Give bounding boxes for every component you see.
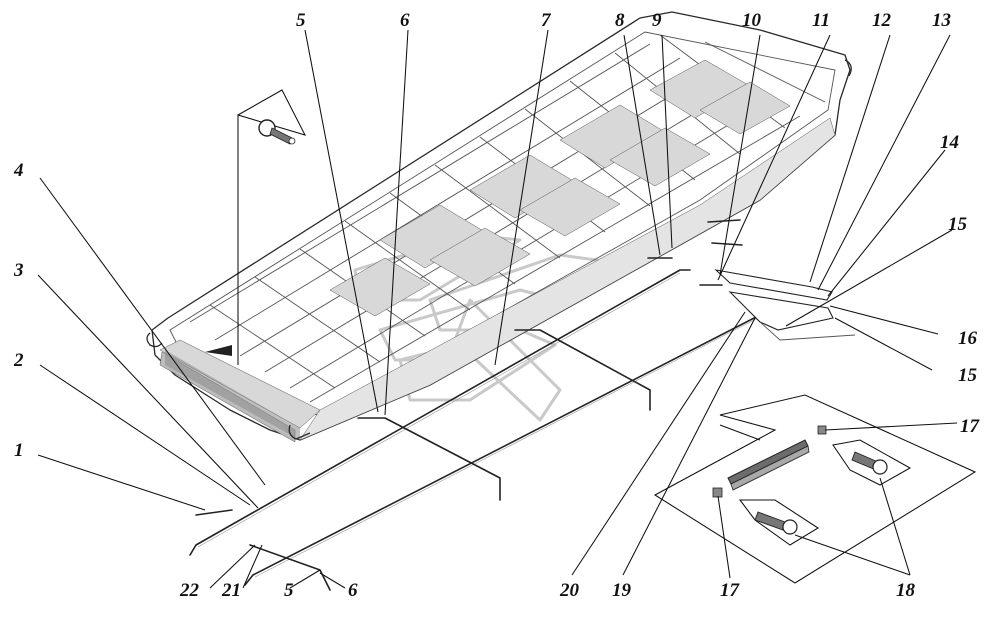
- bolt-detail-callout: [237, 89, 307, 365]
- callout-1: 1: [14, 440, 24, 461]
- callout-18: 18: [896, 580, 916, 601]
- callout-17: 17: [960, 416, 981, 437]
- clip-icon: [817, 425, 827, 435]
- callout-11: 11: [812, 10, 830, 31]
- callout-16: 16: [958, 328, 978, 349]
- callout-6: 6: [400, 10, 410, 31]
- callout-15: 15: [948, 214, 968, 235]
- clip-icon: [712, 487, 723, 498]
- callout-7: 7: [541, 10, 552, 31]
- screw-icon: [754, 511, 786, 531]
- callout-17-lower: 17: [720, 580, 741, 601]
- callout-9: 9: [652, 10, 662, 31]
- callout-13: 13: [932, 10, 951, 31]
- callout-21: 21: [221, 580, 241, 601]
- callout-10: 10: [742, 10, 762, 31]
- fastener-strip-icon: [727, 439, 809, 485]
- leader-lines: [37, 29, 958, 589]
- arrow-marker: [205, 345, 232, 356]
- callout-14: 14: [940, 132, 959, 153]
- fastener-detail-callout: [653, 394, 977, 584]
- callout-22: 22: [179, 580, 200, 601]
- callout-15-lower: 15: [958, 365, 978, 386]
- end-panel-shading: [165, 350, 300, 440]
- cover-sheet: [714, 269, 856, 341]
- bolt-shank-icon: [269, 127, 293, 145]
- cargo-platform-frame: [146, 11, 852, 443]
- callout-4: 4: [13, 160, 24, 181]
- callout-2: 2: [13, 350, 24, 371]
- callout-8: 8: [615, 10, 625, 31]
- callout-20: 20: [559, 580, 580, 601]
- callout-5-lower: 5: [284, 580, 294, 601]
- callout-labels: 1 2 3 4 5 6 7 8 9 10 11 12 13 14 15 16 1…: [13, 10, 981, 601]
- callout-6-lower: 6: [348, 580, 358, 601]
- callout-3: 3: [13, 260, 24, 281]
- callout-12: 12: [872, 10, 892, 31]
- callout-5: 5: [296, 10, 306, 31]
- callout-19: 19: [612, 580, 632, 601]
